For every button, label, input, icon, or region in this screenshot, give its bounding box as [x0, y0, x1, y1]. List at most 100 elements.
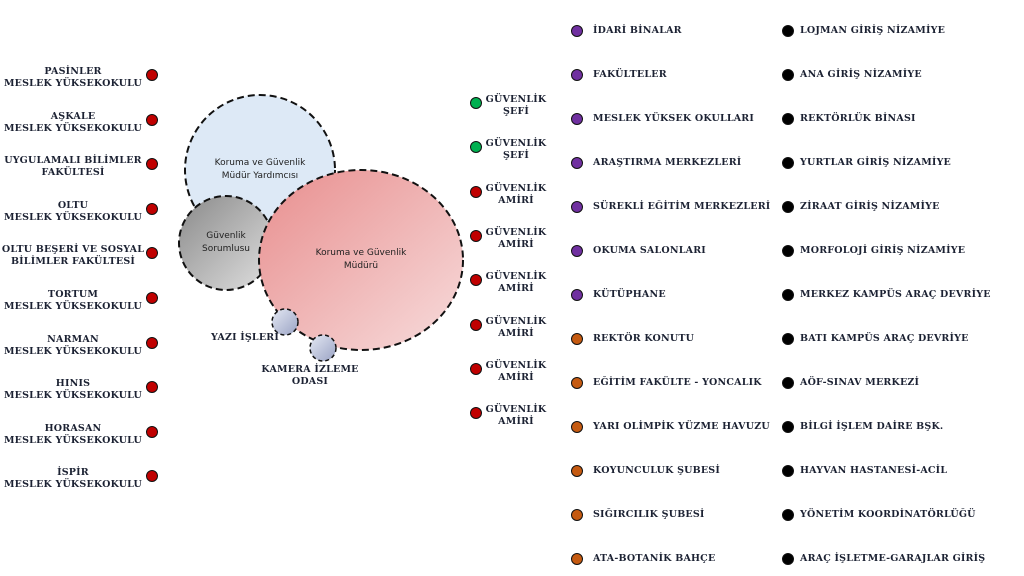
- black-dot-icon: [782, 69, 794, 81]
- checkpoint-label: MORFOLOJİ GİRİŞ NİZAMİYE: [800, 245, 966, 256]
- red-dot-icon: [470, 362, 482, 375]
- checkpoint-label: LOJMAN GİRİŞ NİZAMİYE: [800, 25, 946, 36]
- role-line2: AMİRİ: [498, 371, 534, 383]
- checkpoint-label: YÖNETİM KOORDİNATÖRLÜĞÜ: [800, 509, 976, 520]
- red-dot-icon: [146, 292, 158, 304]
- unit-name: NARMAN: [47, 333, 99, 345]
- unit-name: HORASAN: [44, 422, 102, 434]
- clerk-label: YAZI İŞLERİ: [211, 332, 279, 343]
- orange-dot-icon: [571, 465, 583, 477]
- orange-dot-icon: [571, 421, 583, 433]
- orange-dot-icon: [571, 333, 583, 345]
- clerk-circle: [271, 308, 299, 336]
- black-dot-icon: [782, 113, 794, 125]
- role-line1: GÜVENLİK: [485, 315, 547, 327]
- location-label: FAKÜLTELER: [593, 69, 667, 80]
- manager-label: Koruma ve Güvenlik Müdürü: [315, 248, 407, 271]
- red-dot-icon: [470, 229, 482, 242]
- purple-dot-icon: [571, 245, 583, 257]
- unit-type: MESLEK YÜKSEKOKULU: [3, 390, 143, 402]
- red-dot-icon: [146, 69, 158, 81]
- camera-label: KAMERA İZLEME ODASI: [261, 364, 359, 387]
- checkpoint-label: ARAÇ İŞLETME-GARAJLAR GİRİŞ: [800, 553, 986, 564]
- black-dot-icon: [782, 25, 794, 37]
- unit-name: OLTU BEŞERİ VE SOSYAL: [1, 244, 145, 256]
- role-line2: AMİRİ: [498, 416, 534, 428]
- role-line2: AMİRİ: [498, 238, 534, 250]
- red-dot-icon: [470, 274, 482, 287]
- black-dot-icon: [782, 553, 794, 565]
- unit-name: HINIS: [55, 378, 91, 390]
- unit-type: MESLEK YÜKSEKOKULU: [3, 301, 143, 312]
- red-dot-icon: [470, 318, 482, 331]
- purple-dot-icon: [571, 113, 583, 125]
- black-dot-icon: [782, 245, 794, 257]
- unit-name: OLTU: [57, 199, 89, 211]
- black-dot-icon: [782, 157, 794, 169]
- red-dot-icon: [146, 202, 158, 215]
- red-dot-icon: [146, 158, 158, 171]
- black-dot-icon: [782, 465, 794, 477]
- location-label: KÜTÜPHANE: [593, 289, 666, 300]
- location-label: SIĞIRCILIK ŞUBESİ: [593, 509, 705, 520]
- role-line1: GÜVENLİK: [485, 404, 547, 416]
- orange-dot-icon: [571, 509, 583, 521]
- unit-type: MESLEK YÜKSEKOKULU: [3, 78, 143, 89]
- purple-dot-icon: [571, 201, 583, 213]
- checkpoint-label: ZİRAAT GİRİŞ NİZAMİYE: [800, 201, 940, 212]
- checkpoint-label: BİLGİ İŞLEM DAİRE BŞK.: [800, 421, 944, 432]
- checkpoint-label: ANA GİRİŞ NİZAMİYE: [800, 69, 922, 80]
- role-line2: AMİRİ: [498, 327, 534, 339]
- location-label: EĞİTİM FAKÜLTE - YONCALIK: [593, 377, 762, 388]
- red-dot-icon: [146, 425, 158, 438]
- unit-name: AŞKALE: [50, 110, 96, 122]
- checkpoint-label: AÖF-SINAV MERKEZİ: [800, 377, 920, 388]
- location-label: REKTÖR KONUTU: [593, 333, 695, 344]
- black-dot-icon: [782, 201, 794, 213]
- location-label: YARI OLİMPİK YÜZME HAVUZU: [593, 421, 770, 432]
- unit-type: MESLEK YÜKSEKOKULU: [3, 479, 143, 491]
- black-dot-icon: [782, 377, 794, 389]
- unit-type: MESLEK YÜKSEKOKULU: [3, 122, 143, 134]
- role-line1: GÜVENLİK: [485, 359, 547, 371]
- green-dot-icon: [470, 97, 482, 109]
- unit-name: TORTUM: [47, 289, 99, 300]
- unit-type: MESLEK YÜKSEKOKULU: [3, 345, 143, 357]
- red-dot-icon: [146, 336, 158, 349]
- checkpoint-label: YURTLAR GİRİŞ NİZAMİYE: [800, 157, 951, 168]
- assistant-label: Koruma ve Güvenlik Müdür Yardımcısı: [214, 158, 306, 181]
- unit-name: UYGULAMALI BİLİMLER: [4, 155, 142, 167]
- checkpoint-label: REKTÖRLÜK BİNASI: [800, 113, 916, 124]
- location-label: MESLEK YÜKSEK OKULLARI: [593, 113, 755, 124]
- unit-type: FAKÜLTESİ: [41, 167, 105, 179]
- purple-dot-icon: [571, 25, 583, 37]
- red-dot-icon: [470, 407, 482, 420]
- unit-name: İSPİR: [57, 467, 89, 479]
- location-label: ATA-BOTANİK BAHÇE: [593, 553, 716, 564]
- role-line1: GÜVENLİK: [485, 94, 547, 105]
- role-line2: ŞEFİ: [502, 106, 530, 117]
- role-line1: GÜVENLİK: [485, 271, 547, 283]
- unit-type: MESLEK YÜKSEKOKULU: [3, 434, 143, 446]
- black-dot-icon: [782, 289, 794, 301]
- red-dot-icon: [146, 470, 158, 483]
- role-line2: AMİRİ: [498, 194, 534, 206]
- role-line1: GÜVENLİK: [485, 138, 547, 150]
- officer-label: Güvenlik Sorumlusu: [202, 231, 250, 254]
- unit-name: PASİNLER: [44, 66, 102, 77]
- orange-dot-icon: [571, 377, 583, 389]
- checkpoint-label: HAYVAN HASTANESİ-ACİL: [800, 465, 948, 476]
- role-line1: GÜVENLİK: [485, 182, 547, 194]
